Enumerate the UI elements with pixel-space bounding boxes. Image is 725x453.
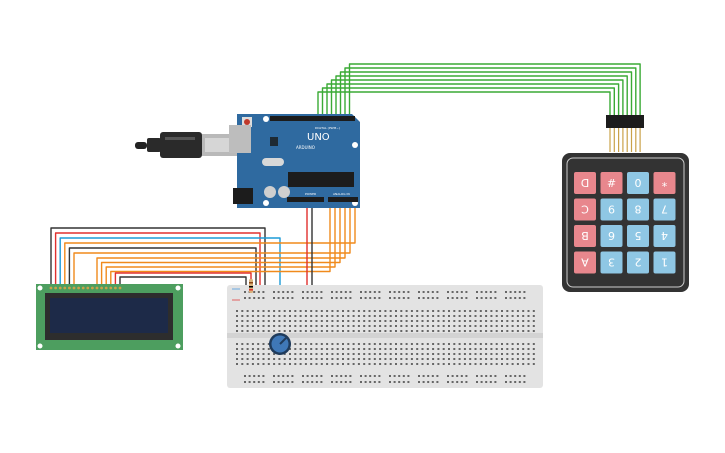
keypad-key-label: * — [661, 176, 667, 189]
keypad-key[interactable]: 6 — [600, 225, 623, 247]
keypad-key[interactable]: A — [574, 251, 596, 274]
wire[interactable] — [344, 67, 637, 117]
keypad-key-label: 9 — [608, 203, 615, 216]
lcd-16x2[interactable] — [36, 284, 183, 350]
power-label: POWER — [305, 192, 316, 196]
keypad-key-label: C — [581, 203, 589, 216]
wire[interactable] — [348, 63, 641, 117]
wire[interactable] — [96, 202, 346, 288]
resistor[interactable] — [249, 279, 253, 293]
keypad-key[interactable]: C — [574, 198, 596, 221]
keypad-key-label: 8 — [635, 203, 642, 216]
keypad-key[interactable]: 5 — [627, 225, 649, 247]
analog-label: ANALOG IN — [333, 192, 350, 196]
keypad-key[interactable]: 4 — [653, 225, 676, 247]
keypad-key[interactable]: # — [600, 172, 623, 194]
digital-header — [270, 116, 355, 121]
uno-label: UNO — [307, 132, 330, 143]
keypad-key[interactable]: 2 — [627, 251, 649, 274]
wire[interactable] — [105, 202, 336, 288]
analog-header — [328, 197, 358, 202]
wire[interactable] — [321, 87, 615, 117]
keypad-key-label: 0 — [635, 176, 642, 189]
keypad-key[interactable]: 7 — [653, 198, 676, 221]
keypad-key[interactable]: 1 — [653, 251, 676, 274]
wire[interactable] — [54, 232, 261, 297]
keypad-key[interactable]: * — [653, 172, 676, 194]
keypad-key[interactable]: 3 — [600, 251, 623, 274]
arduino-uno-board[interactable]: UNO ARDUINO DIGITAL (PWM~) POWER ANALOG … — [229, 114, 360, 208]
usb-port — [229, 125, 251, 153]
keypad-key-label: 4 — [661, 229, 668, 242]
wire[interactable] — [330, 79, 624, 117]
keypad-key[interactable]: B — [574, 225, 596, 247]
keypad-connector — [606, 115, 644, 128]
keypad-key[interactable]: 0 — [627, 172, 649, 194]
keypad-key[interactable]: D — [574, 172, 596, 194]
potentiometer[interactable] — [269, 333, 291, 355]
wire[interactable] — [68, 247, 257, 297]
power-jack — [233, 188, 253, 204]
wire[interactable] — [339, 71, 633, 117]
keypad-key-label: A — [581, 256, 589, 269]
digital-label: DIGITAL (PWM~) — [315, 126, 340, 130]
keypad-key-label: B — [581, 229, 589, 242]
keypad-key[interactable]: 8 — [627, 198, 649, 221]
keypad-key-label: D — [581, 176, 589, 189]
keypad-key-label: 3 — [608, 256, 615, 269]
arduino-brand-label: ARDUINO — [296, 145, 315, 150]
lcd-screen — [50, 298, 168, 333]
wire[interactable] — [326, 83, 620, 117]
keypad-key[interactable]: 9 — [600, 198, 623, 221]
wire[interactable] — [73, 202, 351, 288]
wire[interactable] — [335, 75, 628, 117]
atmega-chip — [288, 172, 354, 187]
keypad-key-label: # — [607, 176, 616, 189]
wire[interactable] — [64, 202, 356, 288]
keypad-key-label: 6 — [608, 229, 615, 242]
keypad-key-label: 2 — [635, 256, 642, 269]
wire[interactable] — [114, 272, 252, 288]
breadboard[interactable] — [227, 285, 543, 388]
wire[interactable] — [110, 202, 331, 288]
wire[interactable] — [317, 91, 611, 117]
keypad-key-label: 1 — [661, 256, 668, 269]
power-header — [287, 197, 324, 202]
keypad-4x4[interactable]: D #0 * C 9 8 7B 6 5 4A 3 2 1 — [562, 115, 689, 292]
keypad-key-label: 7 — [661, 203, 668, 216]
usb-cable[interactable] — [135, 132, 242, 158]
keypad-key-label: 5 — [635, 229, 642, 242]
wire[interactable] — [100, 202, 341, 288]
